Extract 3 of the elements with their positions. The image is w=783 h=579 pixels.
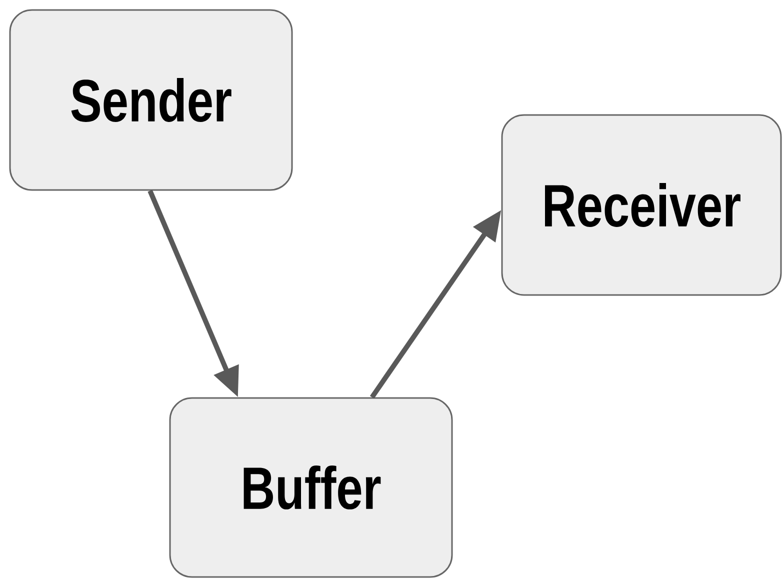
process-box: Receiver <box>501 114 782 296</box>
process-box: Buffer <box>169 397 453 578</box>
process-box: Sender <box>9 9 293 191</box>
